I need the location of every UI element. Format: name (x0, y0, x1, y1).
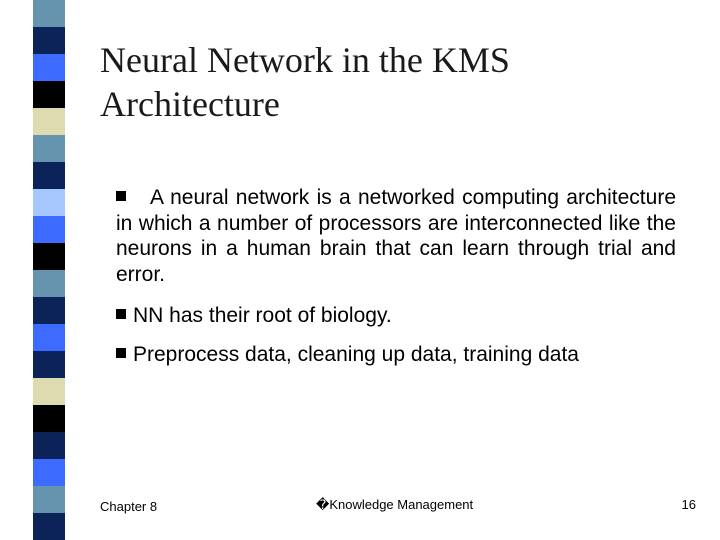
stripe-segment (33, 486, 65, 513)
bullet-item: Preprocess data, cleaning up data, train… (116, 342, 676, 368)
stripe-segment (33, 216, 65, 243)
bullet-item: A neural network is a networked computin… (116, 185, 676, 287)
bullet-square-icon (116, 348, 126, 359)
slide-title-line-1: Neural Network in the KMS (100, 40, 510, 80)
stripe-segment (33, 135, 65, 162)
decorative-stripe (33, 0, 65, 540)
stripe-segment (33, 270, 65, 297)
footer-chapter: Chapter 8 (100, 499, 158, 514)
stripe-segment (33, 324, 65, 351)
bullet-text: Preprocess data, cleaning up data, train… (133, 343, 579, 366)
stripe-segment (33, 297, 65, 324)
stripe-segment (33, 0, 65, 27)
stripe-segment (33, 81, 65, 108)
stripe-segment (33, 513, 65, 540)
stripe-segment (33, 162, 65, 189)
bullet-item: NN has their root of biology. (116, 303, 676, 329)
footer-page-number: 16 (681, 497, 696, 512)
stripe-segment (33, 432, 65, 459)
footer-course-title: �Knowledge Management (316, 497, 474, 512)
stripe-segment (33, 459, 65, 486)
stripe-segment (33, 27, 65, 54)
bullet-text: A neural network is a networked computin… (116, 186, 676, 286)
stripe-segment (33, 378, 65, 405)
bullet-text: NN has their root of biology. (133, 304, 392, 327)
slide-title: Neural Network in the KMS Architecture (100, 38, 660, 126)
stripe-segment (33, 405, 65, 432)
bullet-square-icon (116, 191, 126, 202)
stripe-segment (33, 243, 65, 270)
stripe-segment (33, 108, 65, 135)
stripe-segment (33, 189, 65, 216)
bullet-square-icon (116, 309, 126, 320)
slide-title-line-2: Architecture (100, 84, 280, 124)
stripe-segment (33, 54, 65, 81)
stripe-segment (33, 351, 65, 378)
